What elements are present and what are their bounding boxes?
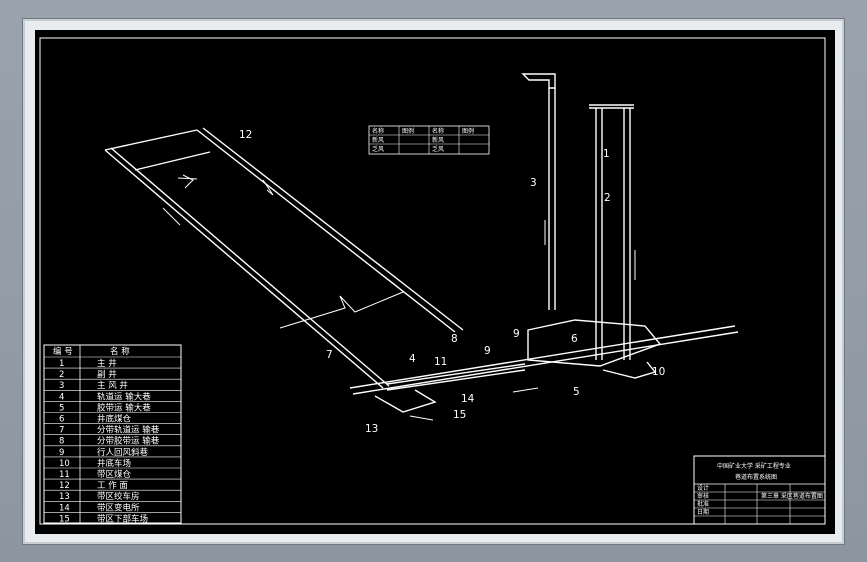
callout-9b: 9	[513, 328, 520, 340]
callout-3: 3	[530, 177, 537, 189]
svg-text:乏风: 乏风	[432, 145, 444, 153]
main-haulage-roadways	[349, 319, 739, 413]
svg-text:图例: 图例	[402, 127, 414, 135]
legend-row-number: 1	[59, 359, 64, 369]
cad-drawing-canvas[interactable]: 1 2 3 4 5 6 7 8 9 9 10 11 12 13 14 15 名称…	[35, 30, 835, 534]
title-block: 中国矿业大学 采矿工程专业 巷道布置系统图 第三章 采区巷道布置图 设计 审核 …	[693, 455, 826, 525]
legend-row-number: 8	[59, 437, 64, 447]
title-subtitle: 巷道布置系统图	[735, 473, 777, 481]
legend-row-number: 4	[59, 392, 64, 402]
legend-row-name: 带区煤仓	[97, 469, 132, 480]
callout-labels: 1 2 3 4 5 6 7 8 9 9 10 11 12 13 14 15	[239, 129, 665, 435]
auxiliary-shaft	[623, 108, 631, 360]
callout-15: 15	[453, 409, 466, 421]
svg-text:名称: 名称	[372, 127, 384, 135]
svg-text:审核: 审核	[697, 492, 709, 500]
legend-row-name: 带区变电所	[97, 502, 140, 513]
callout-12: 12	[239, 129, 252, 141]
main-shaft	[589, 104, 634, 360]
legend-row-number: 3	[59, 381, 64, 391]
callout-9a: 9	[484, 345, 491, 357]
legend-row-number: 5	[59, 403, 64, 413]
callout-4: 4	[409, 353, 416, 365]
legend-row-number: 2	[59, 370, 64, 380]
title-drawing-name: 第三章 采区巷道布置图	[761, 492, 823, 500]
callout-5: 5	[573, 386, 580, 398]
legend-table: 编 号 名 称 1 主 井 2 副 井 3 主 风 井 4 轨道运 输大巷 5 胶带运 输大巷 6 井…	[43, 344, 182, 524]
legend-row-name: 工 作 面	[97, 480, 128, 491]
callout-7: 7	[326, 349, 333, 361]
callout-10: 10	[652, 366, 665, 378]
legend-header-name: 名 称	[110, 346, 130, 357]
legend-row-name: 轨道运 输大巷	[97, 391, 151, 402]
svg-text:图例: 图例	[462, 127, 474, 135]
working-face-panel	[104, 127, 464, 389]
break-line	[279, 291, 404, 329]
legend-row-name: 井底煤仓	[97, 414, 132, 425]
legend-row-number: 10	[59, 459, 70, 469]
legend-row-number: 11	[59, 470, 70, 480]
legend-row-name: 副 井	[97, 369, 117, 380]
svg-text:设计: 设计	[697, 484, 709, 492]
legend-row-name: 胶带运 输大巷	[97, 402, 151, 413]
legend-row-number: 15	[59, 514, 70, 524]
airflow-arrows	[162, 174, 636, 421]
svg-text:新风: 新风	[372, 136, 384, 144]
legend-row-name: 主 风 井	[97, 380, 128, 391]
legend-row-number: 13	[59, 492, 70, 502]
legend-row-name: 带区下部车场	[97, 513, 148, 524]
callout-13: 13	[365, 423, 378, 435]
legend-row-number: 6	[59, 415, 64, 425]
mine-layout-diagram: 1 2 3 4 5 6 7 8 9 9 10 11 12 13 14 15 名称…	[39, 37, 826, 525]
svg-text:乏风: 乏风	[372, 145, 384, 153]
legend-row-name: 井底车场	[97, 458, 131, 469]
svg-text:新风: 新风	[432, 136, 444, 144]
callout-8: 8	[451, 333, 458, 345]
legend-row-name: 主 井	[97, 358, 117, 369]
legend-row-name: 分带胶带运 输巷	[97, 436, 160, 447]
callout-1: 1	[603, 148, 610, 160]
legend-row-name: 行人回风斜巷	[97, 447, 149, 458]
title-school: 中国矿业大学 采矿工程专业	[717, 462, 791, 470]
callout-14: 14	[461, 393, 475, 405]
callout-2: 2	[604, 192, 611, 204]
callout-6: 6	[571, 333, 578, 345]
drawing-border	[39, 37, 826, 525]
svg-text:日期: 日期	[697, 508, 709, 516]
symbol-table: 名称 图例 名称 图例 新风 新风 乏风 乏风	[368, 125, 490, 155]
legend-row-number: 7	[59, 426, 64, 436]
svg-text:批准: 批准	[697, 500, 709, 508]
legend-row-number: 14	[59, 503, 70, 513]
legend-row-number: 9	[59, 448, 64, 458]
ventilation-shaft	[521, 73, 556, 310]
legend-row-name: 分带轨道运 输巷	[97, 425, 160, 436]
legend-header-number: 编 号	[53, 346, 73, 357]
callout-11: 11	[434, 356, 447, 368]
legend-row-number: 12	[59, 481, 70, 491]
svg-text:名称: 名称	[432, 127, 444, 135]
legend-row-name: 带区绞车房	[97, 491, 140, 502]
